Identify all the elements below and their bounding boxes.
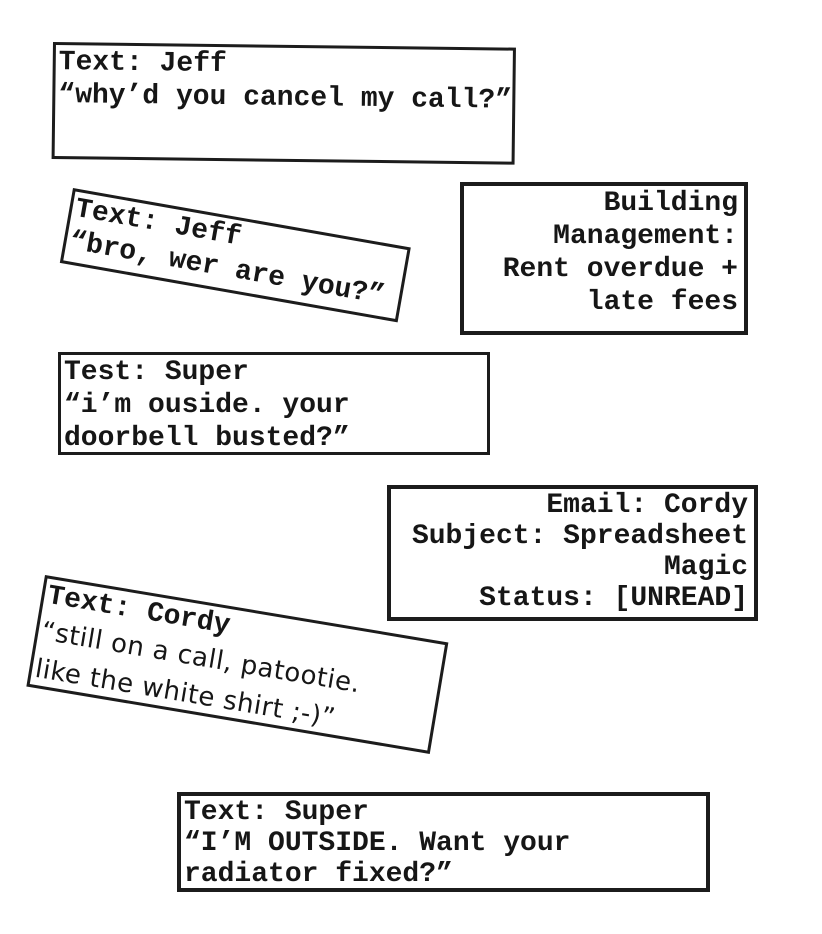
- note-line: radiator fixed?”: [184, 859, 453, 890]
- note-text-super-2: Text: Super “I’M OUTSIDE. Want your radi…: [177, 792, 710, 892]
- note-line: Email: Cordy: [546, 490, 748, 521]
- note-line: Magic: [663, 552, 748, 583]
- note-line: doorbell busted?”: [64, 423, 350, 454]
- note-line: “why’d you cancel my call?”: [58, 80, 513, 117]
- note-line: Status: [UNREAD]: [479, 583, 748, 614]
- note-line: Management:: [553, 221, 738, 252]
- note-text-jeff-2: Text: Jeff “bro, wer are you?”: [59, 188, 411, 323]
- note-line: Rent overdue +: [502, 254, 738, 285]
- note-line: “I’M OUTSIDE. Want your: [184, 828, 571, 859]
- note-line: Test: Super: [64, 357, 249, 388]
- note-text-jeff-1: Text: Jeff “why’d you cancel my call?”: [51, 42, 516, 165]
- note-text-cordy: Text: Cordy “still on a call, patootie. …: [26, 575, 449, 754]
- note-text-super-1: Test: Super “i’m ouside. your doorbell b…: [58, 352, 490, 455]
- note-email-cordy: Email: Cordy Subject: Spreadsheet Magic …: [387, 485, 758, 621]
- note-line: Building: [603, 188, 738, 219]
- note-line: late fees: [586, 287, 738, 318]
- note-line: Text: Jeff: [58, 47, 227, 81]
- note-building-management: Building Management: Rent overdue + late…: [460, 182, 748, 335]
- note-line: Text: Super: [184, 797, 369, 828]
- note-line: Subject: Spreadsheet: [411, 521, 748, 552]
- note-line: “i’m ouside. your: [64, 390, 350, 421]
